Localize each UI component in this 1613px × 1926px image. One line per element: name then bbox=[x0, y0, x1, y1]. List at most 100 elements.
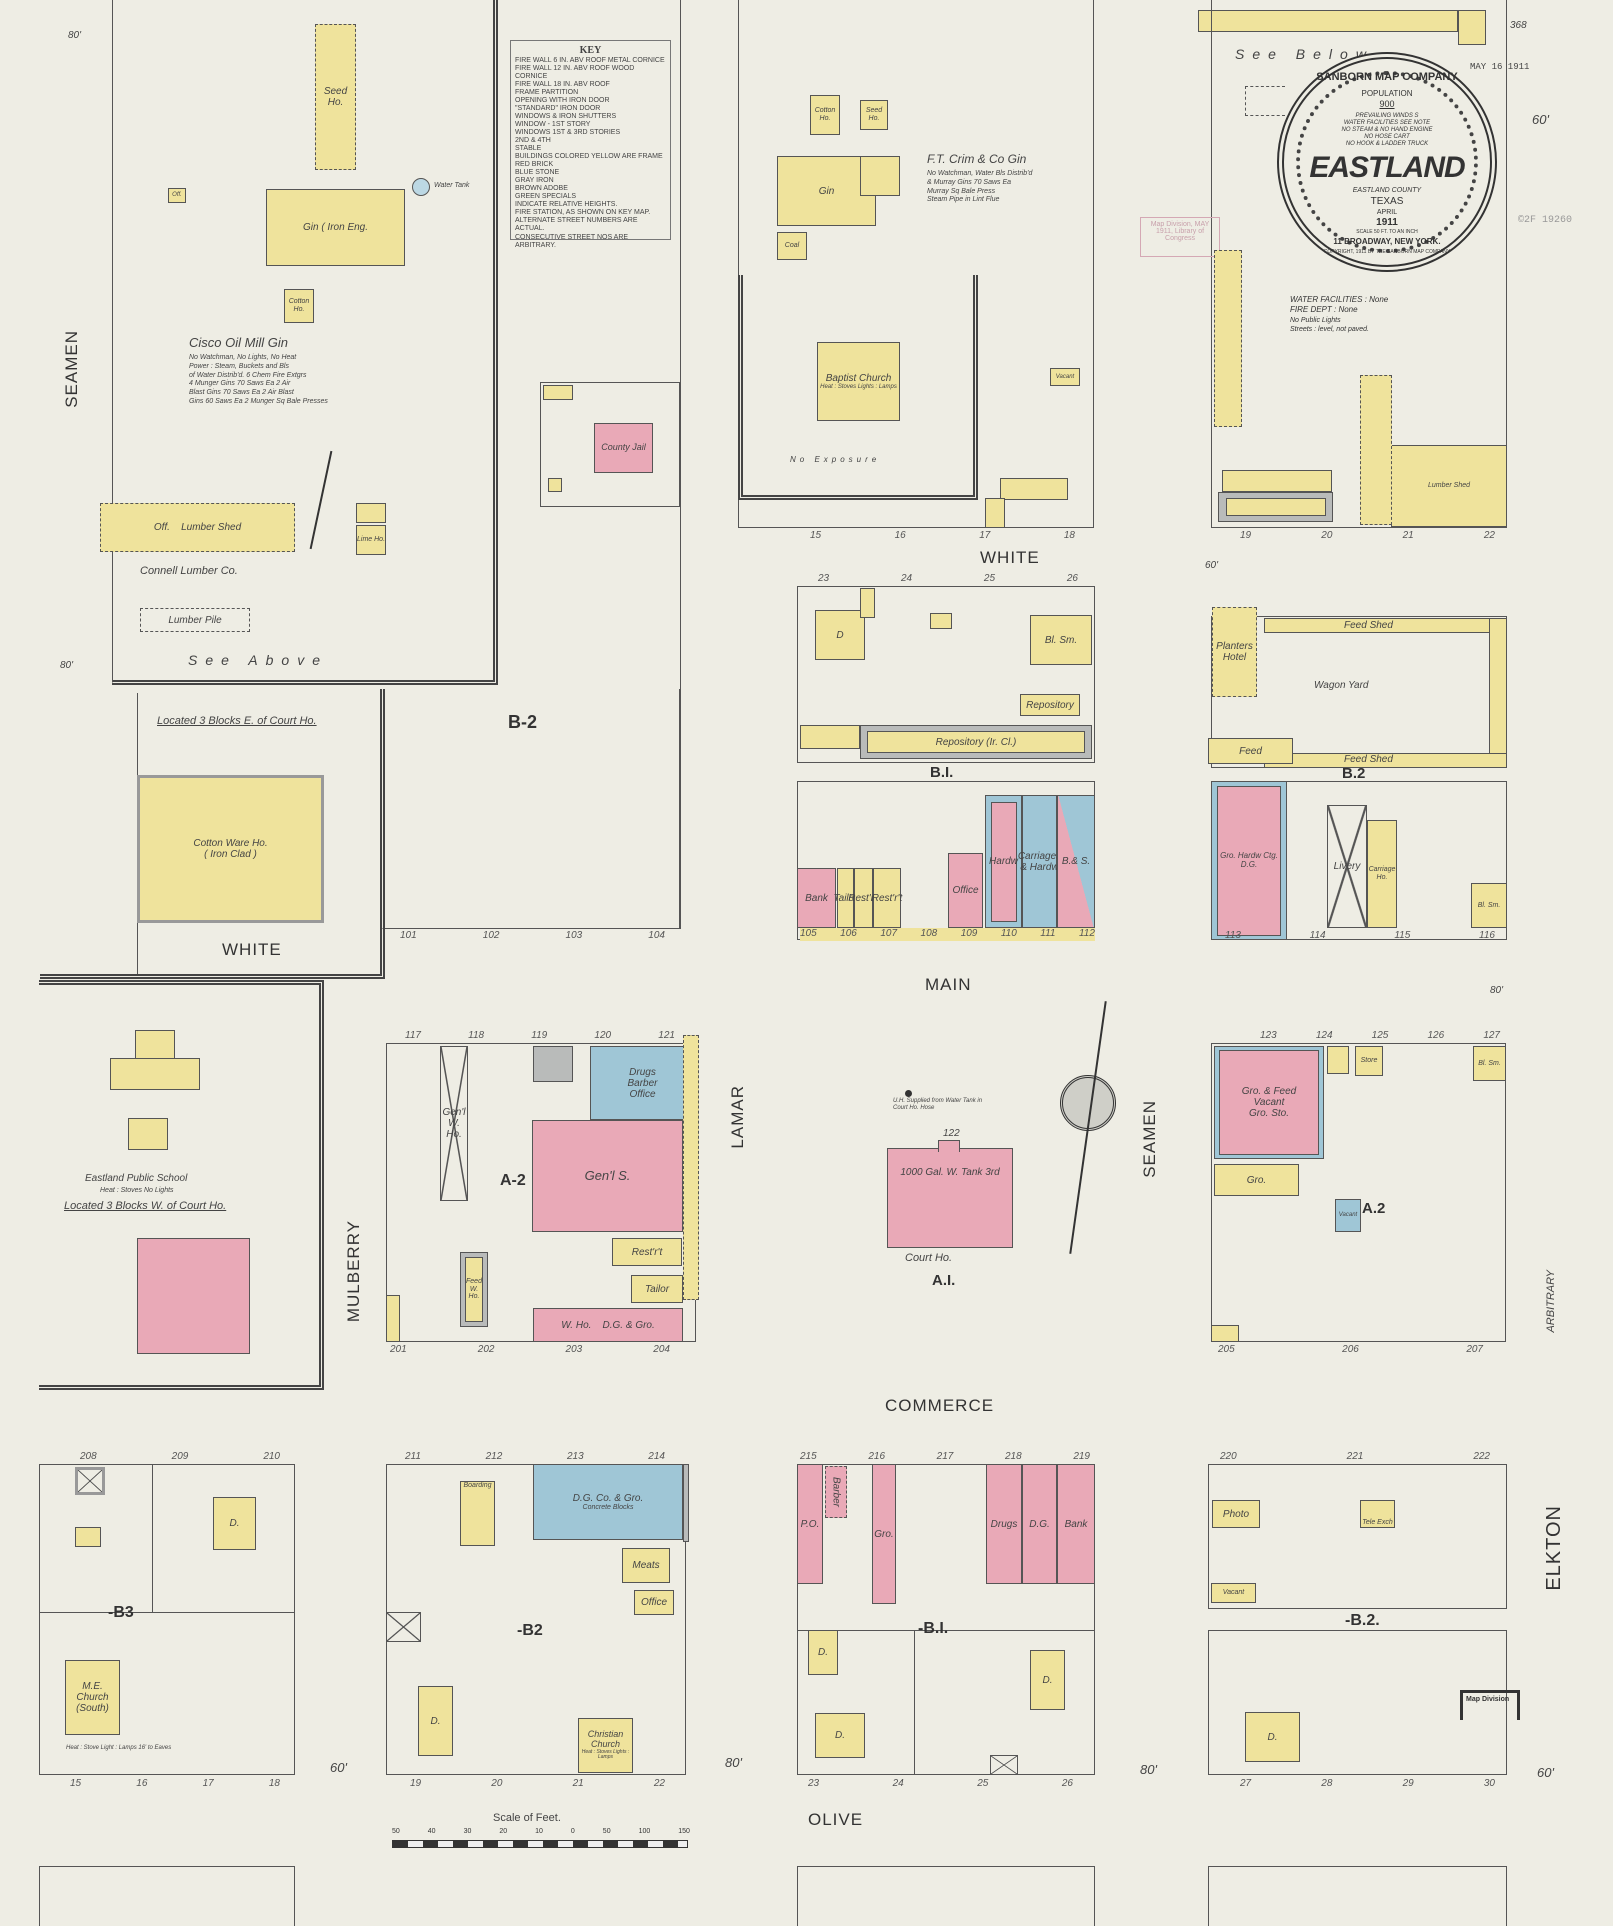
lot-number: 30 bbox=[1483, 1778, 1495, 1789]
address-number: 118 bbox=[468, 1030, 485, 1041]
building-blacksmith: Bl. Sm. bbox=[1473, 1046, 1506, 1081]
store-label: Gro. Hardw Ctg. D.G. bbox=[1217, 785, 1281, 936]
note: of Water Distrib'd. 6 Chem Fire Extgrs bbox=[189, 371, 307, 379]
address-number: 213 bbox=[566, 1451, 584, 1462]
store-6-label: Hardw bbox=[989, 801, 1018, 922]
distance-label: 60' bbox=[330, 1760, 347, 1775]
scale-tick: 30 bbox=[463, 1828, 472, 1835]
seal-county: EASTLAND COUNTY bbox=[1352, 187, 1422, 194]
office-label: Off. bbox=[153, 522, 170, 533]
block-label: A-2 bbox=[500, 1172, 526, 1189]
address-number: 125 bbox=[1371, 1030, 1389, 1041]
lot-number: 29 bbox=[1402, 1778, 1414, 1789]
address-number: 209 bbox=[171, 1451, 189, 1462]
building-office: Off. bbox=[168, 188, 186, 203]
lot-line bbox=[797, 1630, 1095, 1631]
building-feed: Feed bbox=[1208, 738, 1293, 764]
sanborn-seal: SANBORN MAP COMPANY POPULATION 900 PREVA… bbox=[1277, 52, 1497, 272]
address-number: 210 bbox=[263, 1451, 280, 1462]
address-number: 207 bbox=[1466, 1344, 1483, 1355]
address-number: 204 bbox=[653, 1344, 670, 1355]
lumber-pile: Lumber Pile bbox=[140, 608, 250, 632]
note: Power : Steam, Buckets and Bls bbox=[189, 362, 289, 370]
block-line bbox=[680, 0, 681, 929]
store-8: B.& S. bbox=[1057, 795, 1095, 928]
block-school bbox=[39, 980, 324, 1390]
building-small bbox=[543, 385, 573, 400]
scale-tick: 50 bbox=[392, 1828, 400, 1835]
seal-scale: SCALE 50 FT. TO AN INCH bbox=[1356, 229, 1418, 235]
building-grocery: Gro. bbox=[1214, 1164, 1299, 1196]
building-small bbox=[548, 478, 562, 492]
building-office: Office bbox=[634, 1590, 674, 1615]
church-name: Christian Church bbox=[587, 1729, 624, 1749]
address-number: 222 bbox=[1473, 1451, 1490, 1462]
key-line: BUILDINGS COLORED YELLOW ARE FRAME bbox=[515, 153, 663, 161]
store-number: 110 bbox=[1000, 928, 1017, 939]
school-notes: Heat : Stoves No Lights bbox=[100, 1187, 174, 1194]
courthouse-number: 122 bbox=[943, 1128, 960, 1139]
distance-label: 60' bbox=[1532, 112, 1549, 127]
address-number: 215 bbox=[800, 1451, 817, 1462]
barber-label: Barber bbox=[627, 1077, 658, 1089]
building-warehouse bbox=[1218, 492, 1333, 522]
street-white-east: WHITE bbox=[980, 548, 1040, 567]
courthouse-porch bbox=[938, 1140, 960, 1152]
building-grocery: Gro. bbox=[872, 1464, 896, 1604]
building-lumber-shed: Lumber Shed bbox=[1391, 445, 1507, 527]
distance-label: 80' bbox=[60, 660, 74, 671]
address-number: 116 bbox=[1479, 930, 1495, 941]
seal-town: EASTLAND bbox=[1309, 151, 1465, 184]
concrete-label: Concrete Blocks bbox=[582, 1503, 634, 1511]
building-small bbox=[1000, 478, 1068, 500]
address-number: 212 bbox=[485, 1451, 503, 1462]
store-3: Rest'r't bbox=[848, 868, 879, 928]
lot-number: 21 bbox=[1402, 530, 1414, 541]
lot-number: 23 bbox=[808, 1778, 820, 1789]
key-line: BROWN ADOBE bbox=[515, 185, 568, 193]
seal-population: 900 bbox=[1379, 99, 1395, 109]
block-label: -B.I. bbox=[918, 1620, 949, 1637]
lot-number: 22 bbox=[1483, 530, 1495, 541]
building-dwelling: D. bbox=[808, 1630, 838, 1675]
scale-tick: 100 bbox=[638, 1828, 651, 1835]
street-seamen-west: SEAMEN bbox=[62, 330, 81, 408]
fire-dept: FIRE DEPT : None bbox=[1290, 305, 1358, 315]
crim-notes: No Watchman, Water Bls Distrib'd& Murray… bbox=[927, 170, 1032, 205]
store-4: Rest'r't bbox=[872, 868, 902, 928]
block-b1-bottom bbox=[797, 1464, 1095, 1775]
block-edge bbox=[1208, 1866, 1507, 1926]
building-small bbox=[386, 1612, 421, 1642]
note: 4 Munger Gins 70 Saws Ea 2 Air bbox=[189, 380, 291, 388]
building-small bbox=[860, 588, 875, 618]
store-number: 111 bbox=[1040, 928, 1056, 939]
address-number: 221 bbox=[1346, 1451, 1364, 1462]
address-number: 208 bbox=[80, 1451, 97, 1462]
warehouse-inner bbox=[1225, 498, 1326, 516]
building-gin-annex bbox=[860, 156, 900, 196]
address-number: 124 bbox=[1315, 1030, 1333, 1041]
see-below-label: See Below bbox=[1235, 46, 1374, 62]
lot-number: 19 bbox=[410, 1778, 422, 1789]
address-number: 218 bbox=[1004, 1451, 1022, 1462]
store-number: 108 bbox=[920, 928, 938, 939]
building-blacksmith: Bl. Sm. bbox=[1471, 883, 1507, 928]
connell-lumber-label: Connell Lumber Co. bbox=[140, 565, 238, 577]
distance-label: 80' bbox=[1140, 1762, 1157, 1777]
seal-year: 1911 bbox=[1376, 217, 1398, 228]
received-stamp: Map Division, MAY 1911, Library of Congr… bbox=[1140, 217, 1220, 257]
no-exposure-label: No Exposure bbox=[790, 455, 881, 464]
lot-number: 22 bbox=[653, 1778, 665, 1789]
note: Gins 60 Saws Ea 2 Munger Sq Bale Presses bbox=[189, 397, 328, 405]
block-b2-bottom-right-south bbox=[1208, 1630, 1507, 1775]
building-tele-exchange: Tele Exch bbox=[1360, 1500, 1395, 1528]
building-dwelling: D. bbox=[213, 1497, 256, 1550]
wagon-yard-label: Wagon Yard bbox=[1314, 680, 1369, 691]
lot-number: 24 bbox=[892, 1778, 904, 1789]
building-dwelling: D bbox=[815, 610, 865, 660]
building-repository: Repository bbox=[1020, 694, 1080, 716]
note: & Murray Gins 70 Saws Ea bbox=[927, 178, 1012, 186]
building-dwelling: D. bbox=[418, 1686, 453, 1756]
